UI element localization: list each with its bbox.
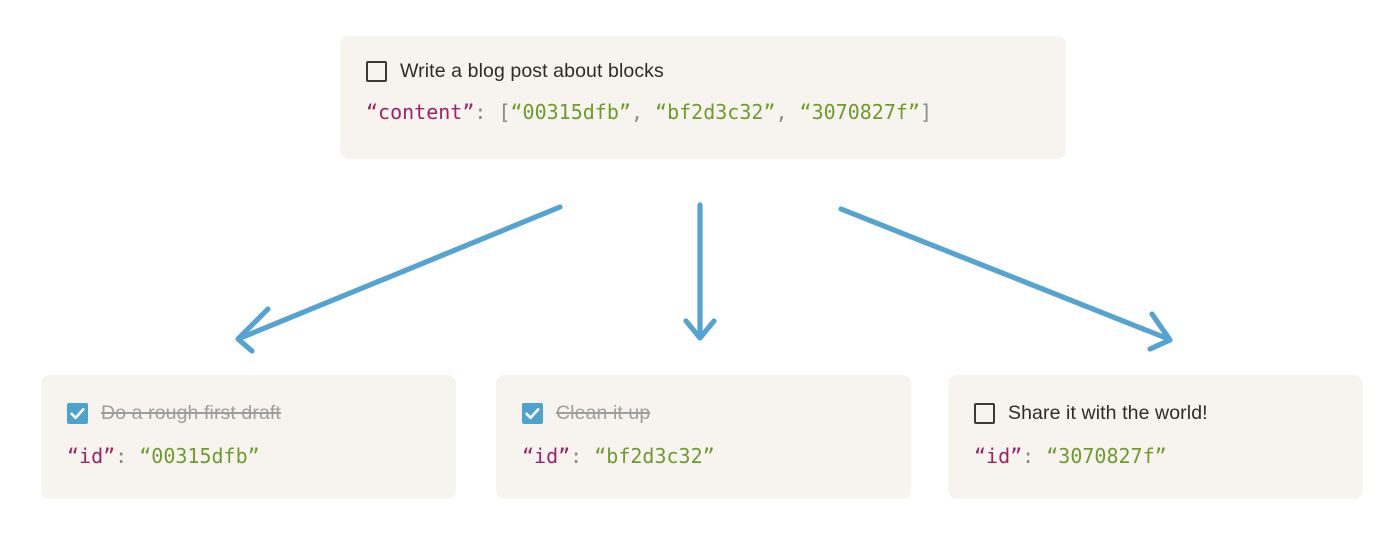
child-block-title: Do a rough first draft — [101, 402, 281, 424]
json-key: “id” — [974, 444, 1023, 468]
json-close-bracket: ] — [919, 100, 933, 124]
child-block-json: “id”: “bf2d3c32” — [522, 443, 885, 469]
child-block-card-1[interactable]: Clean it up “id”: “bf2d3c32” — [496, 375, 911, 499]
parent-block-title: Write a blog post about blocks — [400, 60, 664, 82]
json-key: “content” — [366, 100, 475, 124]
json-value-0: “00315dfb” — [510, 100, 631, 124]
json-separator-1: , — [775, 100, 800, 124]
json-colon: : — [570, 444, 583, 468]
json-colon: : — [115, 444, 128, 468]
parent-title-row: Write a blog post about blocks — [366, 58, 1040, 84]
parent-block-card[interactable]: Write a blog post about blocks “content”… — [340, 36, 1066, 159]
child-block-card-2[interactable]: Share it with the world! “id”: “3070827f… — [948, 375, 1363, 499]
json-value: “3070827f” — [1046, 444, 1167, 468]
json-value: “00315dfb” — [139, 444, 260, 468]
checkbox-checked-icon[interactable] — [522, 402, 543, 424]
child-block-json: “id”: “3070827f” — [974, 443, 1337, 469]
checkbox-empty-icon[interactable] — [974, 402, 995, 424]
json-key: “id” — [522, 444, 571, 468]
child-block-title: Share it with the world! — [1008, 402, 1208, 424]
arrow-to-first-child — [235, 204, 563, 354]
arrow-head — [1147, 311, 1173, 352]
checkbox-checked-icon[interactable] — [67, 402, 88, 424]
checkbox-empty-icon[interactable] — [366, 60, 387, 82]
json-value-2: “3070827f” — [799, 100, 920, 124]
json-open-bracket: [ — [498, 100, 511, 124]
child-block-title: Clean it up — [556, 402, 651, 424]
child-title-row: Do a rough first draft — [67, 400, 430, 426]
arrow-head — [235, 306, 271, 354]
parent-block-json: “content”: [“00315dfb”, “bf2d3c32”, “307… — [366, 99, 1040, 125]
child-block-card-0[interactable]: Do a rough first draft “id”: “00315dfb” — [41, 375, 456, 499]
json-value-1: “bf2d3c32” — [655, 100, 776, 124]
json-colon: : — [1022, 444, 1035, 468]
child-block-json: “id”: “00315dfb” — [67, 443, 430, 469]
child-title-row: Clean it up — [522, 400, 885, 426]
json-separator-0: , — [630, 100, 656, 124]
json-key: “id” — [67, 444, 116, 468]
arrow-shaft — [838, 206, 1169, 341]
json-value: “bf2d3c32” — [594, 444, 715, 468]
arrow-shaft — [240, 204, 563, 340]
arrow-head — [683, 318, 717, 341]
arrow-to-second-child — [683, 202, 717, 341]
json-colon: : — [474, 100, 487, 124]
arrow-to-third-child — [838, 206, 1173, 352]
child-title-row: Share it with the world! — [974, 400, 1337, 426]
